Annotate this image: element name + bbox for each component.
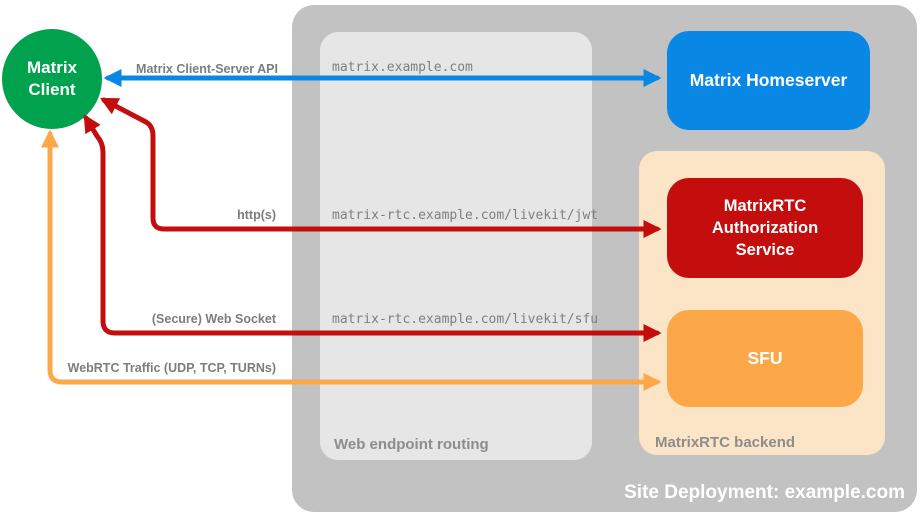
matrix-client-circle <box>2 29 102 129</box>
matrix-homeserver-box <box>667 31 870 130</box>
edge-label-client-server-api: Matrix Client-Server API <box>136 62 278 76</box>
web-endpoint-routing-box <box>320 32 592 460</box>
endpoint-url-livekit-jwt: matrix-rtc.example.com/livekit/jwt <box>332 208 599 223</box>
edge-label-https: http(s) <box>237 208 276 222</box>
sfu-box <box>667 310 863 407</box>
endpoint-url-livekit-sfu: matrix-rtc.example.com/livekit/sfu <box>332 312 599 327</box>
endpoint-url-homeserver: matrix.example.com <box>332 60 473 75</box>
authorization-service-box <box>667 178 863 278</box>
edge-label-secure-web-socket: (Secure) Web Socket <box>151 312 276 326</box>
arrow-webrtc-traffic-sfu <box>41 129 662 391</box>
authorization-service-label: MatrixRTC Authorization Service <box>711 196 819 260</box>
edge-label-webrtc-traffic: WebRTC Traffic (UDP, TCP, TURNs) <box>67 361 276 375</box>
sfu-label: SFU <box>747 348 783 369</box>
matrix-client-label: Matrix Client <box>26 57 78 99</box>
site-deployment-label: Site Deployment: example.com <box>624 482 905 503</box>
matrix-homeserver-label: Matrix Homeserver <box>689 70 848 91</box>
web-endpoint-routing-label: Web endpoint routing <box>334 436 489 453</box>
matrixrtc-backend-label: MatrixRTC backend <box>655 434 796 451</box>
